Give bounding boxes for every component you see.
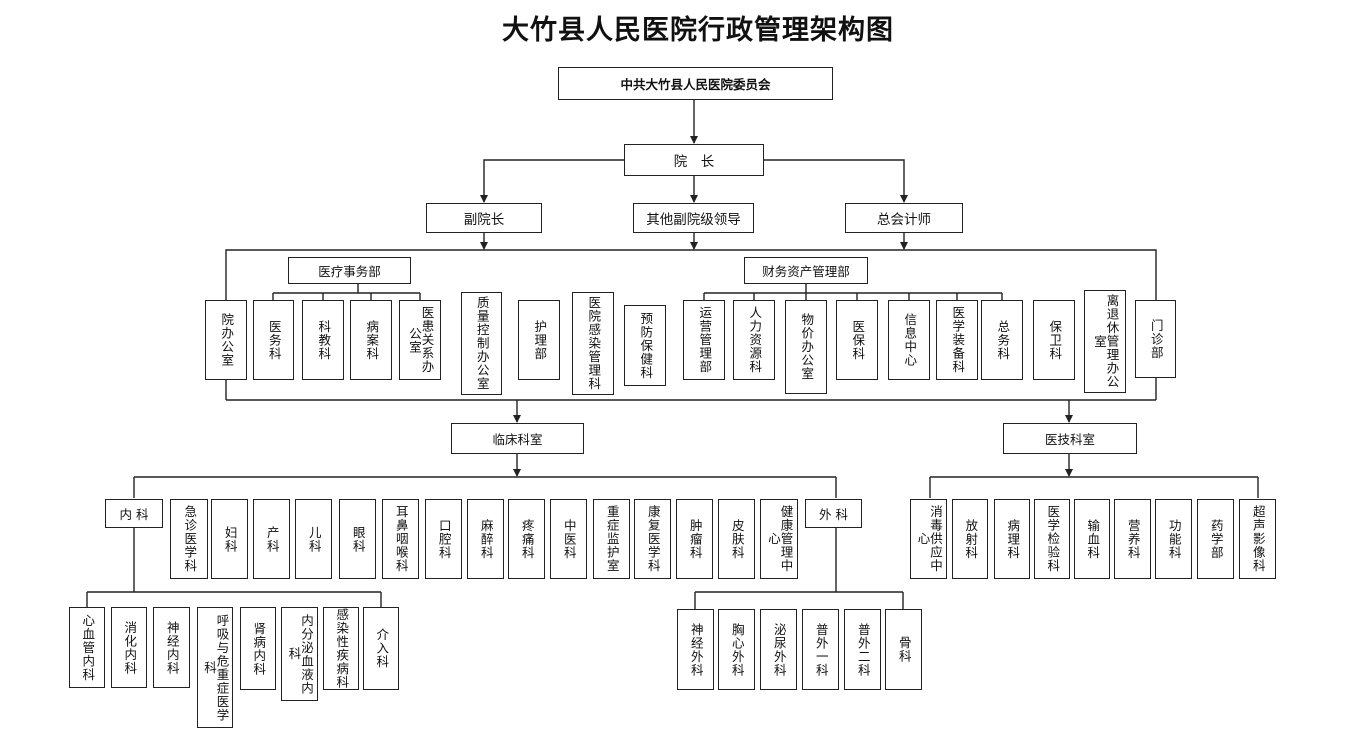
internal-sub-node: 内分泌血液内科 <box>281 607 318 701</box>
internal-sub-node: 肾病内科 <box>240 607 276 690</box>
party-committee-node: 中共大竹县人民医院委员会 <box>558 67 833 100</box>
clinical-dept-node: 口腔科 <box>425 499 462 579</box>
admin-dept-node: 门诊部 <box>1135 300 1176 378</box>
internal-medicine-node: 内 科 <box>105 499 163 528</box>
medtech-depts-node: 医技科室 <box>1003 423 1137 454</box>
admin-dept-node: 医学装备科 <box>936 300 978 380</box>
clinical-dept-node: 皮肤科 <box>718 499 755 579</box>
clinical-dept-node: 中医科 <box>550 499 587 579</box>
medtech-dept-node: 营养科 <box>1114 499 1151 579</box>
internal-sub-node: 呼吸与危重症医学科 <box>197 607 233 728</box>
medical-affairs-node: 医疗事务部 <box>288 257 411 284</box>
president-node: 院 长 <box>624 144 764 176</box>
clinical-dept-node: 麻醉科 <box>467 499 504 579</box>
internal-sub-node: 神经内科 <box>153 607 190 688</box>
other-leaders-node: 其他副院级领导 <box>633 203 754 233</box>
admin-dept-node: 离退休管理办公室 <box>1084 290 1126 393</box>
admin-dept-node: 质量控制办公室 <box>461 292 502 395</box>
admin-dept-node: 保卫科 <box>1033 300 1075 380</box>
surgery-sub-node: 神经外科 <box>677 609 714 690</box>
medtech-dept-node: 药学部 <box>1197 499 1234 579</box>
admin-dept-node: 信息中心 <box>888 300 930 380</box>
medtech-dept-node: 超声影像科 <box>1239 499 1276 579</box>
surgery-sub-node: 泌尿外科 <box>760 609 797 690</box>
internal-sub-node: 介入科 <box>363 607 399 690</box>
admin-dept-node: 预防保健科 <box>624 305 666 386</box>
clinical-dept-node: 儿科 <box>295 499 332 579</box>
admin-dept-node: 总务科 <box>981 300 1023 380</box>
clinical-dept-node: 康复医学科 <box>634 499 671 579</box>
admin-dept-node: 护理部 <box>518 300 560 380</box>
internal-sub-node: 感染性疾病科 <box>323 607 359 690</box>
surgery-sub-node: 胸心外科 <box>718 609 755 690</box>
surgery-sub-node: 普外一科 <box>802 609 839 690</box>
medtech-dept-node: 病理科 <box>994 499 1030 579</box>
internal-sub-node: 消化内科 <box>111 607 147 688</box>
medtech-dept-node: 输血科 <box>1074 499 1110 579</box>
vice-president-node: 副院长 <box>426 203 542 233</box>
internal-sub-node: 心血管内科 <box>69 607 105 688</box>
clinical-dept-node: 重症监护室 <box>593 499 630 579</box>
medtech-dept-node: 放射科 <box>952 499 988 579</box>
finance-assets-node: 财务资产管理部 <box>744 257 868 284</box>
admin-dept-node: 院办公室 <box>205 300 247 380</box>
surgery-sub-node: 普外二科 <box>844 609 881 690</box>
admin-dept-node: 医保科 <box>836 300 878 380</box>
clinical-dept-node: 肿瘤科 <box>676 499 713 579</box>
page-title: 大竹县人民医院行政管理架构图 <box>502 15 894 46</box>
clinical-depts-node: 临床科室 <box>451 423 584 454</box>
admin-dept-node: 医患关系办公室 <box>399 300 441 380</box>
clinical-dept-node: 妇科 <box>211 499 248 579</box>
medtech-dept-node: 消毒供应中心 <box>910 499 947 579</box>
clinical-dept-node: 产科 <box>253 499 290 579</box>
surgery-sub-node: 骨科 <box>885 609 922 690</box>
chief-accountant-node: 总会计师 <box>845 203 963 233</box>
clinical-dept-node: 疼痛科 <box>508 499 545 579</box>
clinical-dept-node: 健康管理中心 <box>760 499 798 579</box>
admin-dept-node: 病案科 <box>350 300 392 380</box>
medtech-dept-node: 功能科 <box>1155 499 1192 579</box>
clinical-dept-node: 急诊医学科 <box>170 499 208 579</box>
surgery-node: 外 科 <box>805 499 862 528</box>
clinical-dept-node: 耳鼻咽喉科 <box>382 499 419 579</box>
admin-dept-node: 科教科 <box>302 300 344 380</box>
admin-dept-node: 医务科 <box>253 300 294 380</box>
admin-dept-node: 运营管理部 <box>683 300 725 380</box>
admin-dept-node: 物价办公室 <box>785 300 827 394</box>
medtech-dept-node: 医学检验科 <box>1034 499 1070 579</box>
clinical-dept-node: 眼科 <box>339 499 376 579</box>
admin-dept-node: 医院感染管理科 <box>572 292 614 395</box>
admin-dept-node: 人力资源科 <box>733 300 775 380</box>
